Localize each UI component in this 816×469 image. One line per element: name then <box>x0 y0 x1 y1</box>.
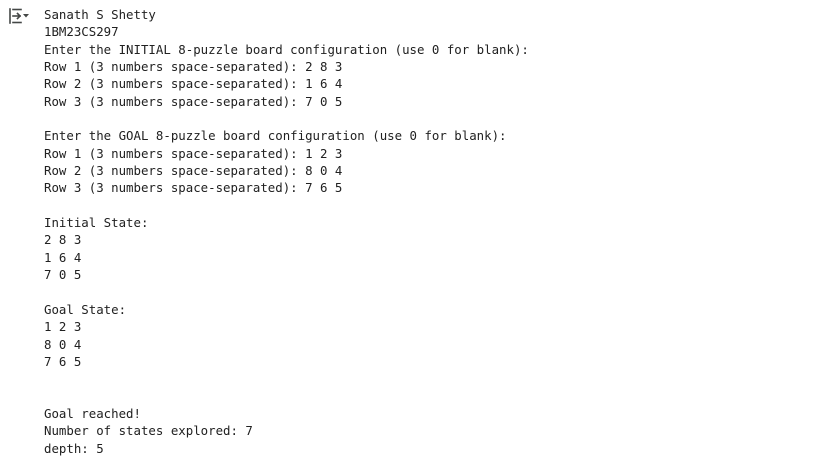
output-line: Enter the INITIAL 8-puzzle board configu… <box>44 41 529 57</box>
output-line: Sanath S Shetty <box>44 7 156 22</box>
output-line <box>44 197 806 214</box>
output-line: 8 0 4 <box>44 336 82 352</box>
output-toggle-button[interactable] <box>6 6 32 26</box>
output-line: 1 2 3 <box>44 319 82 335</box>
output-line <box>44 110 806 127</box>
output-line: Row 3 (3 numbers space-separated): 7 6 5 <box>44 180 343 196</box>
output-line: Goal reached! <box>44 405 141 421</box>
output-line: 7 0 5 <box>44 267 82 283</box>
output-line: Row 1 (3 numbers space-separated): 2 8 3 <box>44 59 343 75</box>
output-line <box>44 284 806 301</box>
output-line: 1 6 4 <box>44 249 82 265</box>
output-line: Initial State: <box>44 215 149 231</box>
output-line: 1BM23CS297 <box>44 24 119 40</box>
output-line: Number of states explored: 7 <box>44 423 253 439</box>
output-line: 7 6 5 <box>44 353 82 369</box>
output-line: Row 2 (3 numbers space-separated): 1 6 4 <box>44 76 343 92</box>
output-line: Row 1 (3 numbers space-separated): 1 2 3 <box>44 145 343 161</box>
output-line: Row 3 (3 numbers space-separated): 7 0 5 <box>44 93 343 109</box>
output-line <box>44 388 806 405</box>
output-line: depth: 5 <box>44 440 104 456</box>
output-line: Goal State: <box>44 301 127 317</box>
output-line: Row 2 (3 numbers space-separated): 8 0 4 <box>44 163 343 179</box>
output-line: Enter the GOAL 8-puzzle board configurat… <box>44 128 507 144</box>
output-line <box>44 370 806 387</box>
expand-output-icon <box>9 8 29 24</box>
output-line: 2 8 3 <box>44 232 82 248</box>
